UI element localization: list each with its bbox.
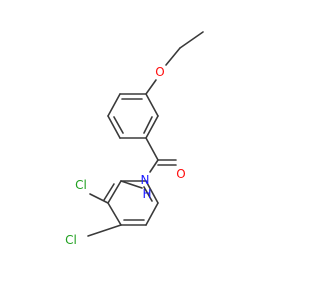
- bond-ethyl-ch2-o: [165, 47, 181, 66]
- canvas-background: [0, 0, 300, 300]
- bond-ring1-e: [145, 115, 159, 139]
- bond-ring2-a-inner: [103, 183, 115, 201]
- bond-ring2-b: [107, 202, 122, 226]
- bond-ring2-d: [145, 202, 159, 226]
- ether-oxygen-label: O: [155, 65, 164, 79]
- chlorine-label-2: Cl: [65, 233, 77, 247]
- bond-ring2-a: [107, 180, 122, 204]
- bond-o-ring: [145, 79, 157, 95]
- bond-ring2-cl2: [87, 224, 122, 237]
- chlorine-label-1: Cl: [75, 178, 87, 192]
- bond-ring1-c: [107, 115, 121, 139]
- bond-ring1-c-inner: [113, 116, 124, 134]
- bond-ring1-f: [145, 93, 159, 117]
- bond-ring1-e-inner: [143, 116, 153, 134]
- bond-ethyl-ch3-ch2: [179, 31, 204, 49]
- carbonyl-oxygen-label: O: [176, 167, 185, 181]
- bond-ring1-b: [107, 93, 121, 117]
- bond-carbonyl-n: [149, 159, 159, 173]
- bond-ring-carbonyl: [145, 137, 159, 161]
- amide-hydrogen-label: H: [142, 187, 151, 201]
- molecule-structure-diagram: O O N H Cl Cl: [0, 0, 300, 300]
- bond-ring2-e-inner: [143, 186, 153, 202]
- amide-nitrogen-label: N: [141, 173, 150, 187]
- bond-n-ring: [120, 180, 143, 189]
- bond-ring2-e: [145, 180, 159, 204]
- bond-ring2-cl1: [89, 193, 109, 204]
